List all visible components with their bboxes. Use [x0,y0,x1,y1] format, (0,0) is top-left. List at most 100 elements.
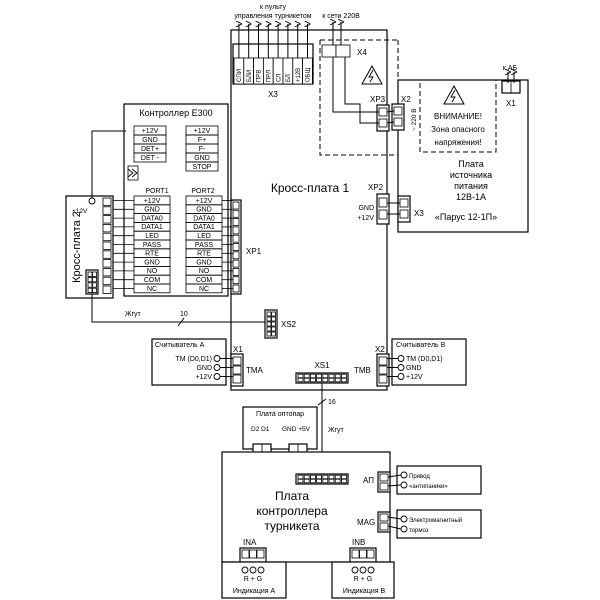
psu-warning-3: напряжения! [434,138,481,147]
header-pin [297,377,304,383]
cross-plate-2-harness-pin [92,282,97,288]
harness-16-label: Жгут [328,427,345,434]
psu-title-5: «Парус 12-1П» [435,212,497,222]
terminal-label: DATA1 [193,224,215,231]
terminal-label: RTE [197,251,211,258]
harness-10-count: 10 [180,311,188,318]
xs1-label: XS1 [314,361,330,370]
ap-label: АП [363,476,374,485]
high-voltage-sign-1 [361,64,383,85]
terminal-label: GND [144,259,160,266]
cross-plate-1-title: Кросс-плата 1 [271,181,350,195]
reader-terminal [213,355,221,362]
indication-b: R + G Индикация В [331,561,395,599]
terminal-label: GND [196,207,212,214]
xp1-pin [232,284,240,293]
cross-plate-2-pin [102,250,112,259]
psu-220v-label: ~ 220 В [411,108,418,131]
psu-title-3: питания [454,181,488,191]
electromagnetic-brake: Электромагнитный тормоз [396,509,482,539]
cross-plate-2-harness-pin [87,276,93,283]
xp1-pin [232,251,240,260]
cross-plate-2-pin [102,241,112,250]
cross-plate-2-pin [102,197,112,206]
harness-16-count: 16 [328,399,336,406]
xp1-pin [232,209,240,218]
psu-title-2: источника [450,170,492,180]
reader-line-label: TM (D0,D1) [175,356,212,363]
xp3-label: XP3 [370,95,386,104]
reader-line-label: +12V [195,374,212,381]
terminal-label: LED [145,233,159,240]
controller-symbol-icon [127,165,139,181]
header-pin [322,478,329,484]
cross-plate-2-title: Кросс-плата 2 [71,211,83,283]
header-pin [334,377,341,383]
tma-label: TMA [246,366,264,375]
terminal-label: NC [147,286,157,293]
header-pin [340,377,347,383]
xs2-pin [271,331,276,337]
terminal-label: DET+ [141,146,159,153]
reader-a: Считыватель А TM (D0,D1)GND+12V [151,338,233,386]
cross-plate-2-pin [102,285,112,294]
header-pin [322,377,329,383]
xp2-12v-label: +12V [357,215,374,222]
header-pin [297,474,304,480]
ab-label: к АБ [503,65,518,72]
reader-line-label: TM (D0,D1) [406,356,443,363]
terminal-label: DATA1 [141,224,163,231]
turnstile-title-1: Плата [275,489,309,503]
indication-b-rg: R + G [354,576,372,583]
header-pin [316,373,323,379]
terminal-label: NC [199,286,209,293]
header-pin [340,478,347,484]
terminal-label: GND [194,155,210,162]
reader-terminal [397,364,405,371]
xs2-pin [271,311,276,317]
header-pin [303,373,310,379]
turnstile-title-3: турникета [264,519,320,533]
x4-label: X4 [357,48,367,57]
psu-x1-label: X1 [506,99,516,108]
xs1-connector: XS1 [295,361,349,384]
cross-plate-2: Кросс-плата 2 +12V [65,195,114,299]
antipanic-drive: Привод «антипаники» [396,465,482,495]
terminal-label: NO [199,268,210,275]
cross-plate-2-12v: +12V [72,208,88,215]
x3-pin-label: БЛИ [247,70,253,82]
terminal-label: PASS [195,242,213,249]
xs2-pin [266,316,272,322]
xp1-pin [232,201,240,210]
terminal-label: F+ [198,137,206,144]
header-pin [334,478,341,484]
header-pin [309,474,316,480]
cross-plate-2-pin [102,259,112,268]
xp2-label: XP2 [368,183,384,192]
header-pin [297,478,304,484]
xp2-gnd-label: GND [358,205,374,212]
port2-label: PORT2 [191,188,214,195]
xs2-pin [271,326,276,332]
header-pin [328,478,335,484]
reader-terminal [397,355,405,362]
reader-line-label: GND [406,365,422,372]
xs2-connector: XS2 [264,309,297,339]
terminal-cell [185,161,219,172]
xs2-pin [266,331,272,337]
reader-a-title: Считыватель А [155,342,205,349]
reader-line-label: +12V [406,374,423,381]
cross-plate-1 [230,29,388,391]
reader-terminal [213,364,221,371]
terminal-label: DET - [141,155,160,162]
xs2-pin [271,321,276,327]
x3-pin-label: ПРВ [257,70,263,82]
header-pin [322,474,329,480]
harness-10-label: Жгут [125,311,142,318]
terminal-label: GND [196,259,212,266]
reader-b: Считыватель В TM (D0,D1)GND+12V [387,338,467,386]
optocoupler-board: Плата оптопар D2 D1 GND +5V [242,406,318,450]
psu-title-1: Плата [458,159,484,169]
xp1-label: XP1 [246,247,262,256]
